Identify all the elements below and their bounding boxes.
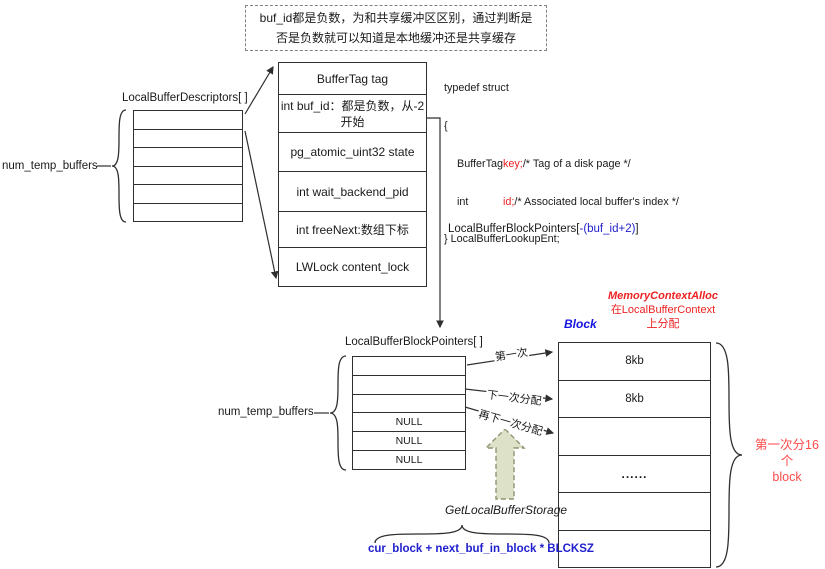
- field-buffertag-tag: BufferTag tag: [316, 71, 389, 86]
- first-alloc-16-blocks-label: 第一次分16个 block: [750, 437, 824, 485]
- first-alloc-label-line-2: block: [772, 470, 802, 484]
- struct-code-block: typedef struct { BufferTagkey;/* Tag of …: [444, 57, 679, 271]
- descriptor-row: [134, 147, 242, 166]
- pointer-row-null: NULL: [353, 412, 465, 431]
- descriptor-row: [134, 202, 242, 222]
- code-type: int: [457, 195, 469, 208]
- index-label-pre: LocalBufferBlockPointers[: [448, 223, 580, 235]
- block-title-label: Block: [564, 317, 597, 331]
- code-comment: /* Associated local buffer's index */: [514, 195, 679, 208]
- index-label-expr: -(buf_id+2): [579, 223, 636, 235]
- block-pointers-index-label: LocalBufferBlockPointers[-(buf_id+2)]: [448, 223, 639, 235]
- num-temp-buffers-label-bottom: num_temp_buffers: [218, 406, 314, 418]
- note-line-2: 否是负数就可以知道是本地缓冲还是共享缓存: [275, 31, 516, 45]
- descriptor-row: [134, 128, 242, 148]
- brace-block-pointers: [329, 355, 347, 471]
- code-member-key: key;: [503, 157, 523, 170]
- local-buffer-descriptors-label: LocalBufferDescriptors[ ]: [122, 92, 248, 104]
- pointer-row-null: NULL: [353, 450, 465, 469]
- buf-id-connector-line: [427, 117, 444, 329]
- buffer-descriptor-box: BufferTag tag int buf_id：都是负数，从-2 开始 pg_…: [278, 62, 427, 287]
- pointer-row-null: NULL: [353, 431, 465, 450]
- code-member-id: id;: [503, 195, 515, 208]
- descriptor-row: [134, 111, 242, 129]
- alloc-note-line-3: 上分配: [646, 318, 680, 330]
- code-line: {: [444, 119, 448, 132]
- brace-descriptors: [111, 109, 127, 223]
- block-table: 8kb 8kb ......: [558, 342, 711, 568]
- pointer-row: [353, 374, 465, 394]
- block-row-8kb: 8kb: [559, 379, 710, 418]
- brace-formula: [374, 524, 550, 544]
- block-row: [559, 417, 710, 455]
- field-state: pg_atomic_uint32 state: [279, 132, 426, 171]
- alloc-note-line-2: 在LocalBufferContext: [610, 304, 716, 316]
- code-comment: /* Tag of a disk page */: [522, 157, 631, 170]
- field-freenext: int freeNext:数组下标: [279, 211, 426, 247]
- code-type: BufferTag: [457, 157, 504, 170]
- code-line: BufferTagkey;/* Tag of a disk page */: [444, 158, 679, 171]
- memory-context-alloc-note: MemoryContextAlloc 在LocalBufferContext 上…: [603, 289, 723, 331]
- get-local-buffer-storage-label: GetLocalBufferStorage: [445, 503, 568, 517]
- num-temp-buffers-label-top: num_temp_buffers: [2, 160, 98, 172]
- index-label-post: ]: [635, 223, 639, 235]
- descriptor-row: [134, 184, 242, 203]
- field-buf-id: int buf_id：都是负数，从-2 开始: [279, 94, 426, 132]
- expansion-line-bottom: [244, 130, 279, 280]
- local-buffer-block-pointers-label: LocalBufferBlockPointers[ ]: [345, 336, 483, 348]
- local-buffer-block-pointers-table: NULL NULL NULL: [352, 356, 466, 470]
- field-content-lock: LWLock content_lock: [279, 247, 426, 286]
- first-alloc-label-line-1: 第一次分16个: [755, 438, 819, 468]
- code-line: } LocalBufferLookupEnt;: [444, 233, 560, 246]
- brace-block-table: [715, 342, 743, 568]
- pointer-row: [353, 393, 465, 413]
- note-line-1: buf_id都是负数，为和共享缓冲区区别，通过判断是: [259, 11, 533, 25]
- local-buffer-descriptors-table: [133, 110, 243, 222]
- pointer-row: [353, 357, 465, 375]
- note-box: buf_id都是负数，为和共享缓冲区区别，通过判断是 否是负数就可以知道是本地缓…: [245, 5, 547, 51]
- expansion-line-top: [244, 65, 274, 115]
- storage-block-arrow-icon: [484, 428, 526, 500]
- block-row: [559, 529, 710, 568]
- code-line: int id;/* Associated local buffer's index…: [444, 196, 679, 209]
- storage-formula-label: cur_block + next_buf_in_block * BLCKSZ: [368, 543, 594, 555]
- block-row-ellipsis: ......: [559, 454, 710, 493]
- descriptor-row: [134, 165, 242, 185]
- field-wait-backend-pid: int wait_backend_pid: [279, 171, 426, 211]
- alloc-note-line-1: MemoryContextAlloc: [607, 290, 719, 302]
- block-row-8kb: 8kb: [625, 355, 644, 368]
- block-row: [559, 492, 710, 530]
- code-line: typedef struct: [444, 82, 509, 95]
